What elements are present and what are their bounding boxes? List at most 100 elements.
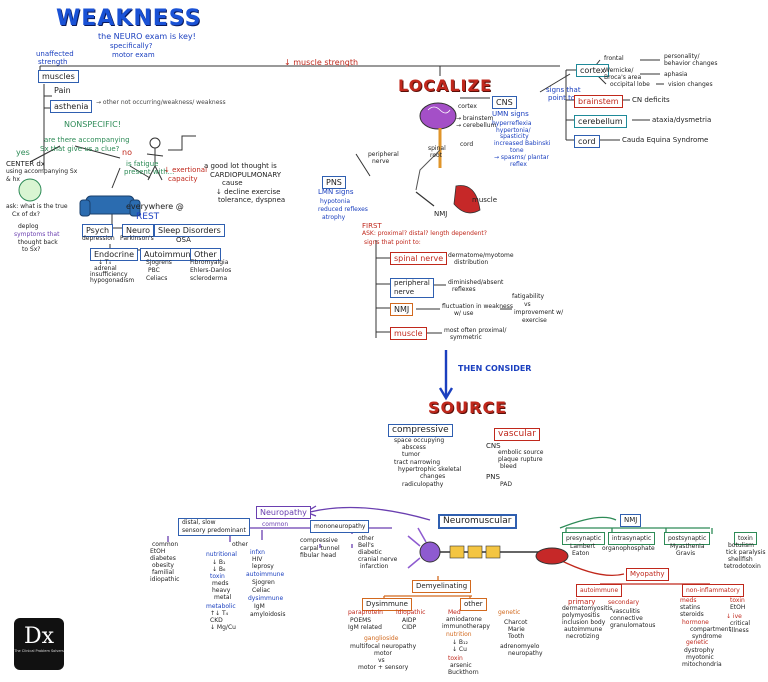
lmn-list-2: reduced reflexes xyxy=(318,206,368,213)
primary-1: dermatomyositis xyxy=(562,605,613,612)
center-line-2: using accompanying Sx xyxy=(6,168,78,175)
fatigability-3: improvement w/ xyxy=(514,309,564,316)
good-lot-line-1: a good lot thought is xyxy=(204,162,277,170)
toxin-nmj-1: botulism xyxy=(728,542,754,549)
good-lot-line-2: CARDIOPULMONARY xyxy=(210,171,282,179)
vascular-item-6: PAD xyxy=(500,481,512,488)
peripheral-nerve-box-1: peripheral xyxy=(394,279,430,287)
deplog-line-2: symptoms that xyxy=(14,231,60,238)
everywhere-line-1: everywhere @ xyxy=(126,202,184,211)
cord-label: cord xyxy=(460,141,474,148)
genetic-myo-3: mitochondria xyxy=(682,661,722,668)
signs-point-to: signs that point to: xyxy=(364,239,421,246)
toxin-nmj-2: tick paralysis xyxy=(726,549,766,556)
nutritional-6: metal xyxy=(214,594,232,601)
myopathy-box: Myopathy xyxy=(626,568,669,581)
presynaptic-2: Eaton xyxy=(572,550,590,557)
umn-list-5: tone xyxy=(510,147,524,154)
lmn-signs-label: LMN signs xyxy=(318,188,354,196)
dysimmune2-label: dysimmune xyxy=(248,595,284,602)
genetic-myo-label: genetic xyxy=(686,639,709,646)
spinal-roots-2: root xyxy=(430,152,443,159)
compressive-item-1: space occupying xyxy=(394,437,445,444)
fatigability-1: fatigability xyxy=(512,293,545,300)
other-sub-2: Ehlers-Danlos xyxy=(190,267,232,274)
spinal-nerve-out-2: distribution xyxy=(454,259,489,266)
signs-point-1: signs that xyxy=(546,86,581,94)
toxin-myo-label: toxin xyxy=(730,597,745,604)
exertion-line-1: ↓ exertional xyxy=(164,166,208,174)
cn-deficits-label: CN deficits xyxy=(632,96,670,104)
hormone-label: hormone xyxy=(682,619,709,626)
primary-4: autoimmune xyxy=(564,626,603,633)
no-label: no xyxy=(122,148,132,157)
meds-label: meds xyxy=(680,597,697,604)
mononeuropathy-box: mononeuropathy xyxy=(310,520,370,533)
nmj-section-box: NMJ xyxy=(620,514,642,527)
common2-4: familial xyxy=(152,569,174,576)
toxin-label: toxin xyxy=(448,655,463,662)
nutrition-1: ↓ B₁₂ xyxy=(452,639,468,646)
primary-label: primary xyxy=(568,598,596,606)
question-line-1: are there accompanying xyxy=(44,136,130,144)
dx-logo: Dx The Clinical Problem Solvers xyxy=(14,618,64,670)
question-line-2: Sx that give us a clue? xyxy=(40,145,120,153)
common2-label: common xyxy=(152,541,179,548)
secondary-3: granulomatous xyxy=(610,622,656,629)
compressive-box: compressive xyxy=(388,424,453,437)
frontal-out-1: personality/ xyxy=(664,53,700,60)
yes-label: yes xyxy=(16,148,30,157)
endocrine-sub-1: ↓ T₄ xyxy=(98,259,112,266)
peripheral-nerve-2: nerve xyxy=(372,158,390,165)
brainstem-target-box: brainstem xyxy=(574,95,623,108)
myopathy-arrow xyxy=(559,559,625,577)
distal-1: distal, slow xyxy=(182,519,216,526)
genetic-myo-2: myotonic xyxy=(686,654,714,661)
neuropathy-arrow xyxy=(309,506,431,521)
ask-line-2: Cx of dx? xyxy=(12,211,40,218)
compressive-mono: compressive xyxy=(300,537,338,544)
ischemic-label: ↓ ive xyxy=(726,613,742,620)
decline-line-1: ↓ decline exercise xyxy=(216,188,281,196)
fatigue-line-1: is fatigue xyxy=(126,160,159,168)
nmj-label: NMJ xyxy=(434,210,448,218)
metabolic-3: ↓ Mg/Cu xyxy=(210,624,236,631)
dx-logo-sub: The Clinical Problem Solvers xyxy=(14,649,64,653)
other-sub-3: scleroderma xyxy=(190,275,228,282)
compressive-item-3: tumor xyxy=(402,451,421,458)
fatigue-line-2: present with... xyxy=(124,168,175,176)
muscle-illustration xyxy=(415,185,481,214)
compressive-item-6: changes xyxy=(420,473,446,480)
intro-line-2: specifically? xyxy=(110,42,153,50)
brainstem-label-1: → brainstem xyxy=(456,115,494,122)
umn-list-3: spasticity xyxy=(500,133,529,140)
source-title: SOURCE xyxy=(428,398,508,417)
pain-label: Pain xyxy=(54,86,71,95)
wernicke-label: Wernicke/ xyxy=(604,67,634,74)
toxin-nmj-4: tetrodotoxin xyxy=(724,563,761,570)
cerebellum-target-box: cerebellum xyxy=(574,115,627,128)
nutritional-1: ↓ B₁ xyxy=(212,559,226,566)
adreno-2: neuropathy xyxy=(508,650,543,657)
neuromuscular-box: Neuromuscular xyxy=(438,514,517,529)
compressive-item-5: hypertrophic skeletal xyxy=(398,466,462,473)
metabolic-1: ↑↓ T₄ xyxy=(210,610,229,617)
psych-box: Psych xyxy=(82,224,114,237)
toxin-myo-1: EtOH xyxy=(730,604,746,611)
intrasynaptic-1: organophosphate xyxy=(602,545,655,552)
nutritional-2: ↓ B₆ xyxy=(212,566,226,573)
nmj-out-2: w/ use xyxy=(454,310,474,317)
neuropathy-box: Neuropathy xyxy=(256,506,311,519)
common2-5: idiopathic xyxy=(150,576,180,583)
secondary-1: vasculitis xyxy=(612,608,640,615)
compressive-item-7: radiculopathy xyxy=(402,481,444,488)
med-label: Med xyxy=(448,609,461,616)
cortex-label: cortex xyxy=(458,103,477,110)
asthenia-note: → other not occurring/weakness/ weakness xyxy=(96,99,226,106)
neuro-sub: Parkinson's xyxy=(120,235,154,242)
postsynaptic-box: postsynaptic xyxy=(664,532,711,545)
postsynaptic-2: Gravis xyxy=(676,550,696,557)
autoimmune2-2: Celiac xyxy=(252,587,271,594)
toxin-nmj-3: shellfish xyxy=(728,556,753,563)
other-demy-box: other xyxy=(460,598,487,611)
